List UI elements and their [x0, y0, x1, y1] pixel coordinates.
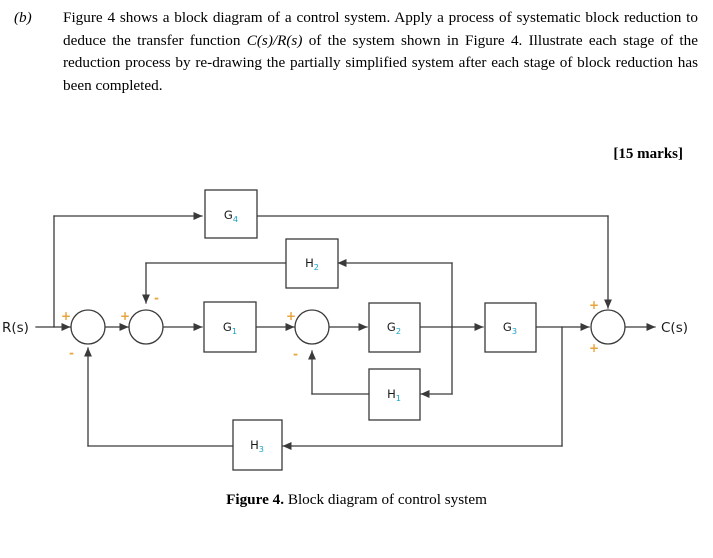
input-label: R(s) — [2, 320, 29, 336]
block-h1-sub: 1 — [396, 393, 401, 403]
sign-sum4-top: + — [589, 298, 599, 312]
block-h3-sub: 3 — [259, 444, 264, 454]
sign-sum4-input: + — [589, 341, 599, 355]
block-g4-sub: 4 — [233, 214, 238, 224]
block-g1-label: G1 — [223, 320, 237, 336]
block-h2 — [285, 238, 339, 289]
sign-sum2-input: + — [120, 309, 130, 323]
block-g1-base: G — [223, 320, 232, 334]
block-h2-base: H — [305, 256, 314, 270]
transfer-function-expression: C(s)/R(s) — [246, 31, 303, 49]
block-h2-sub: 2 — [314, 262, 319, 272]
sign-sum2-feedback: - — [154, 291, 159, 305]
summing-junction-4 — [590, 309, 626, 345]
block-h1-base: H — [387, 387, 396, 401]
question-block: (b) Figure 4 shows a block diagram of a … — [0, 0, 713, 97]
block-g1 — [203, 301, 257, 353]
block-h3-label: H3 — [250, 438, 264, 454]
figure-caption-text: Block diagram of control system — [284, 491, 487, 508]
block-h3 — [232, 419, 283, 471]
summing-junction-3 — [294, 309, 330, 345]
block-g3-base: G — [503, 320, 512, 334]
block-g2 — [368, 302, 421, 353]
block-h1 — [368, 368, 421, 421]
summing-junction-2 — [128, 309, 164, 345]
question-text-part1: Figure 4 shows a block diagram of a cont… — [63, 9, 698, 49]
sign-sum1-feedback: - — [69, 346, 74, 360]
block-g4-base: G — [224, 208, 233, 222]
sign-sum1-input: + — [61, 309, 71, 323]
block-h2-label: H2 — [305, 256, 319, 272]
sign-sum3-input: + — [286, 309, 296, 323]
block-g4-label: G4 — [224, 208, 238, 224]
block-h3-base: H — [250, 438, 259, 452]
question-text: Figure 4 shows a block diagram of a cont… — [63, 0, 698, 97]
block-g2-base: G — [387, 320, 396, 334]
block-g3-label: G3 — [503, 320, 517, 336]
figure-caption-number: Figure 4. — [226, 491, 285, 508]
output-label: C(s) — [661, 320, 688, 336]
block-g4 — [204, 189, 258, 239]
block-g2-label: G2 — [387, 320, 401, 336]
question-text-part2: of the system shown in Figure 4. Illustr… — [63, 31, 698, 94]
block-h1-label: H1 — [387, 387, 401, 403]
summing-junction-1 — [70, 309, 106, 345]
block-g2-sub: 2 — [396, 326, 401, 336]
question-row: (b) Figure 4 shows a block diagram of a … — [0, 0, 713, 97]
block-g3-sub: 3 — [512, 326, 517, 336]
block-g3 — [484, 302, 537, 353]
question-label: (b) — [14, 9, 32, 26]
block-g1-sub: 1 — [232, 326, 237, 336]
sign-sum3-feedback: - — [293, 347, 298, 361]
marks-allocation: [15 marks] — [613, 146, 683, 162]
figure-caption: Figure 4. Block diagram of control syste… — [0, 491, 713, 509]
